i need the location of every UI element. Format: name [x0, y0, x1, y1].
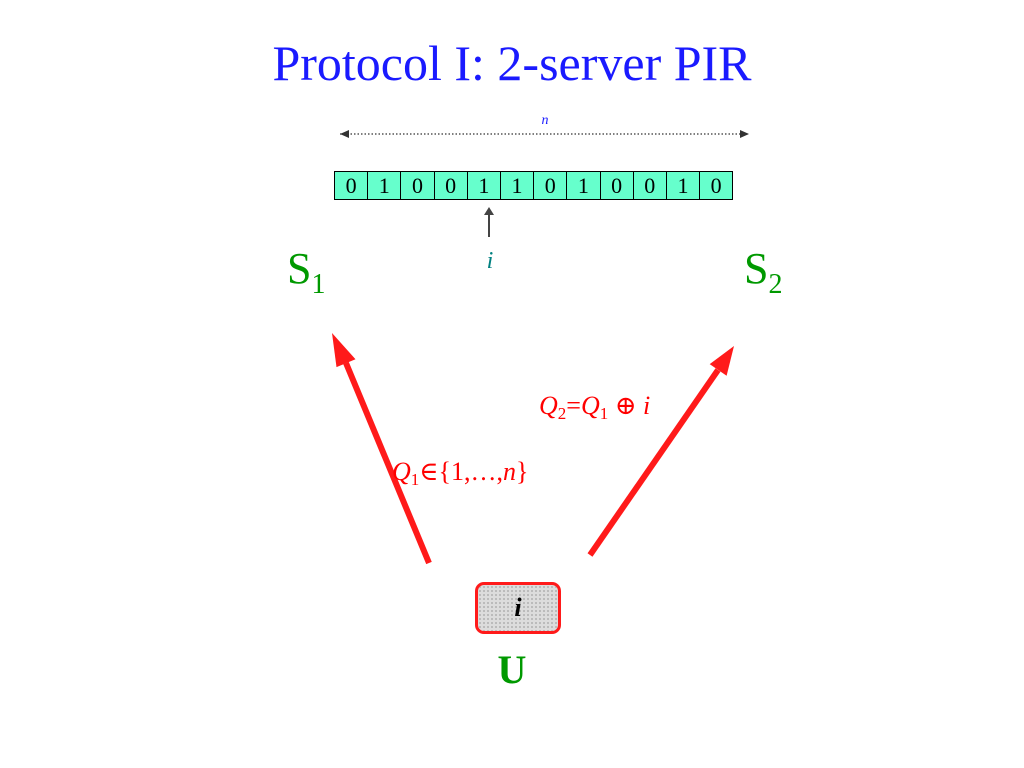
- query2-q1-subscript: 1: [599, 404, 609, 423]
- server-s2-index: 2: [768, 269, 783, 300]
- query2-formula: Q2=Q1 ⊕ i: [539, 390, 650, 430]
- user-query-box: i: [475, 582, 561, 634]
- query1-close-brace: }: [516, 457, 529, 486]
- database-length-label: n: [541, 113, 549, 128]
- database-bit-cell: 1: [665, 171, 701, 200]
- database-bit-cell: 1: [499, 171, 535, 200]
- database-bit-cell: 0: [400, 171, 435, 200]
- server-s2-label: S2: [744, 244, 782, 310]
- database-bit-cell: 1: [367, 171, 402, 200]
- database-bit-cell: 0: [334, 171, 369, 200]
- server-s1-index: 1: [311, 269, 326, 300]
- query1-membership: ∈{1,…,: [419, 457, 504, 486]
- query2-arrow-to-s2: [587, 346, 734, 557]
- database-bit-cell: 1: [466, 171, 501, 200]
- database-bit-cell: 1: [566, 171, 601, 200]
- database-bit-cell: 0: [533, 171, 568, 200]
- server-s1-name: S: [287, 244, 312, 293]
- server-s1-label: S1: [287, 244, 325, 310]
- database-bit-cell: 0: [632, 171, 667, 200]
- query1-formula: Q1∈{1,…,n}: [392, 456, 529, 496]
- index-pointer-arrow: [484, 207, 494, 237]
- query2-q1-symbol: Q: [580, 391, 600, 420]
- query1-arrow-to-s1: [332, 333, 432, 565]
- query2-symbol: Q: [539, 391, 558, 420]
- query1-symbol: Q: [392, 457, 411, 486]
- slide-title: Protocol I: 2-server PIR: [272, 35, 752, 91]
- index-pointer-label: i: [486, 248, 494, 274]
- query2-subscript: 2: [557, 404, 567, 423]
- database-bit-cell: 0: [599, 171, 634, 200]
- database-bit-cell: 0: [433, 171, 468, 200]
- database-bit-cell: 0: [699, 171, 734, 200]
- database-bit-array: 0 1 0 0 1 1 0 1 0 0 1 0: [334, 171, 734, 200]
- user-label: U: [497, 647, 527, 692]
- query1-subscript: 1: [410, 470, 420, 489]
- query2-index-var: i: [643, 391, 651, 420]
- query2-equals: =: [566, 391, 581, 420]
- query1-n-var: n: [503, 457, 517, 486]
- query2-xor-operator: ⊕: [608, 391, 644, 420]
- server-s2-name: S: [744, 244, 769, 293]
